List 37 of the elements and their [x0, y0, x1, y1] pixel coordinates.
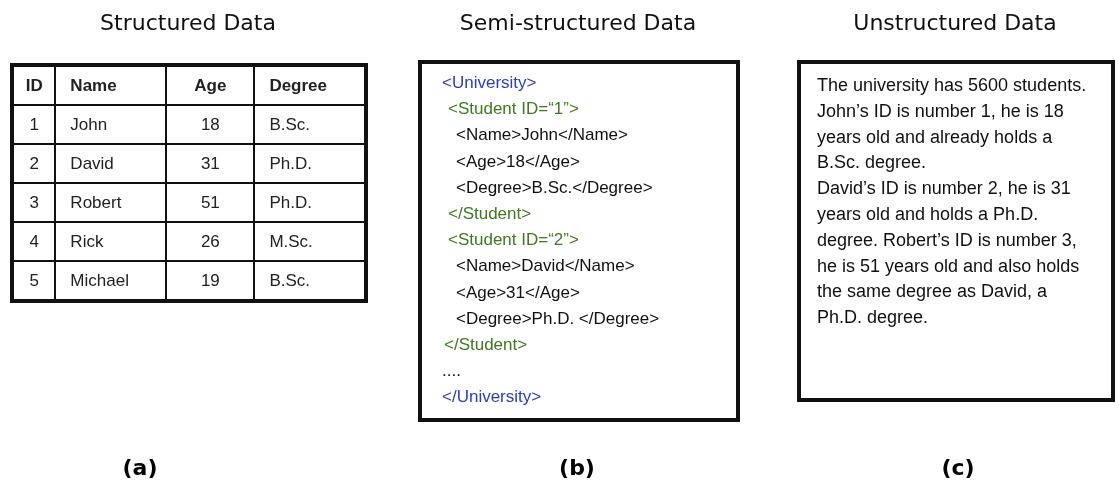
code-line: <Student ID=“1”> [448, 98, 579, 121]
column-header: ID [12, 65, 56, 105]
column-header: Name [55, 65, 167, 105]
table-cell: 3 [12, 183, 56, 222]
table-cell: Rick [55, 222, 167, 261]
table-cell: 31 [166, 144, 255, 183]
panel-heading: Structured Data [100, 10, 276, 35]
code-line: <Name>David</Name> [456, 255, 635, 278]
code-line: <Name>John</Name> [456, 124, 628, 147]
panel-caption: (c) [941, 455, 975, 480]
code-line: <Degree>B.Sc.</Degree> [456, 176, 653, 199]
table-cell: Robert [55, 183, 167, 222]
column-header: Age [166, 65, 255, 105]
code-line: </Student> [444, 334, 528, 356]
paragraph: John’s ID is number 1, he is 18 years old and already holds a B.Sc. degree. [817, 99, 1065, 175]
table-cell: 18 [166, 105, 255, 144]
code-line: </Student> [448, 203, 532, 225]
panel-caption: (a) [122, 455, 158, 480]
code-line: <Student ID=“2”> [448, 229, 579, 252]
table-cell: David [55, 144, 167, 183]
paragraph: The university has 5600 students. [817, 74, 1088, 97]
panel-caption: (b) [559, 455, 595, 480]
code-line: <Degree>Ph.D. </Degree> [456, 307, 660, 330]
table-cell: 4 [12, 222, 56, 261]
code-line: .... [442, 360, 461, 383]
table-cell: 1 [12, 105, 56, 144]
code-line: <Age>31</Age> [456, 281, 580, 304]
panel-heading: Semi-structured Data [459, 10, 697, 35]
panel-heading: Unstructured Data [853, 10, 1057, 35]
table-cell: 51 [166, 183, 255, 222]
table-cell: John [55, 105, 167, 144]
code-line: <University> [442, 72, 537, 94]
code-line: <Age>18</Age> [456, 150, 580, 173]
paragraph: David’s ID is number 2, he is 31 years old and holds a Ph.D. degree. Robert’s ID is number 3, he is 51 years old and also holds the same degree as David, a Ph.D. degree. [817, 177, 1081, 330]
table-cell: 26 [166, 222, 255, 261]
table-cell: 2 [12, 144, 56, 183]
code-line: </University> [442, 386, 542, 409]
